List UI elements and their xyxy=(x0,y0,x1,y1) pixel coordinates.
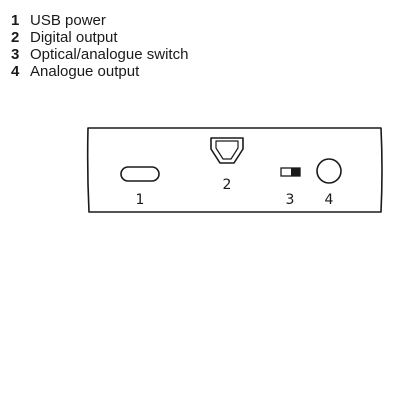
optical-analogue-switch-icon xyxy=(280,167,301,177)
legend-item-digital-output: 2 Digital output xyxy=(11,29,188,46)
legend-number: 2 xyxy=(11,29,20,46)
device-body-outline xyxy=(86,127,383,213)
legend-label: Optical/analogue switch xyxy=(30,46,189,63)
callout-switch: 3 xyxy=(286,192,295,208)
callout-analogue-output: 4 xyxy=(325,192,334,208)
legend-label: USB power xyxy=(30,12,106,29)
legend-item-analogue-output: 4 Analogue output xyxy=(11,63,188,80)
legend-item-usb-power: 1 USB power xyxy=(11,12,188,29)
optical-output-port-icon xyxy=(210,137,244,164)
legend-number: 3 xyxy=(11,46,20,63)
legend-number: 4 xyxy=(11,63,20,80)
legend-label: Analogue output xyxy=(30,63,140,80)
legend-label: Digital output xyxy=(30,29,118,46)
legend-item-optical-analogue-switch: 3 Optical/analogue switch xyxy=(11,46,188,63)
callout-usb-power: 1 xyxy=(136,192,145,208)
port-legend: 1 USB power 2 Digital output 3 Optical/a… xyxy=(11,12,188,80)
analogue-output-jack-icon xyxy=(316,158,342,184)
usb-power-port-icon xyxy=(120,166,160,182)
legend-number: 1 xyxy=(11,12,20,29)
callout-digital-output: 2 xyxy=(223,177,232,193)
